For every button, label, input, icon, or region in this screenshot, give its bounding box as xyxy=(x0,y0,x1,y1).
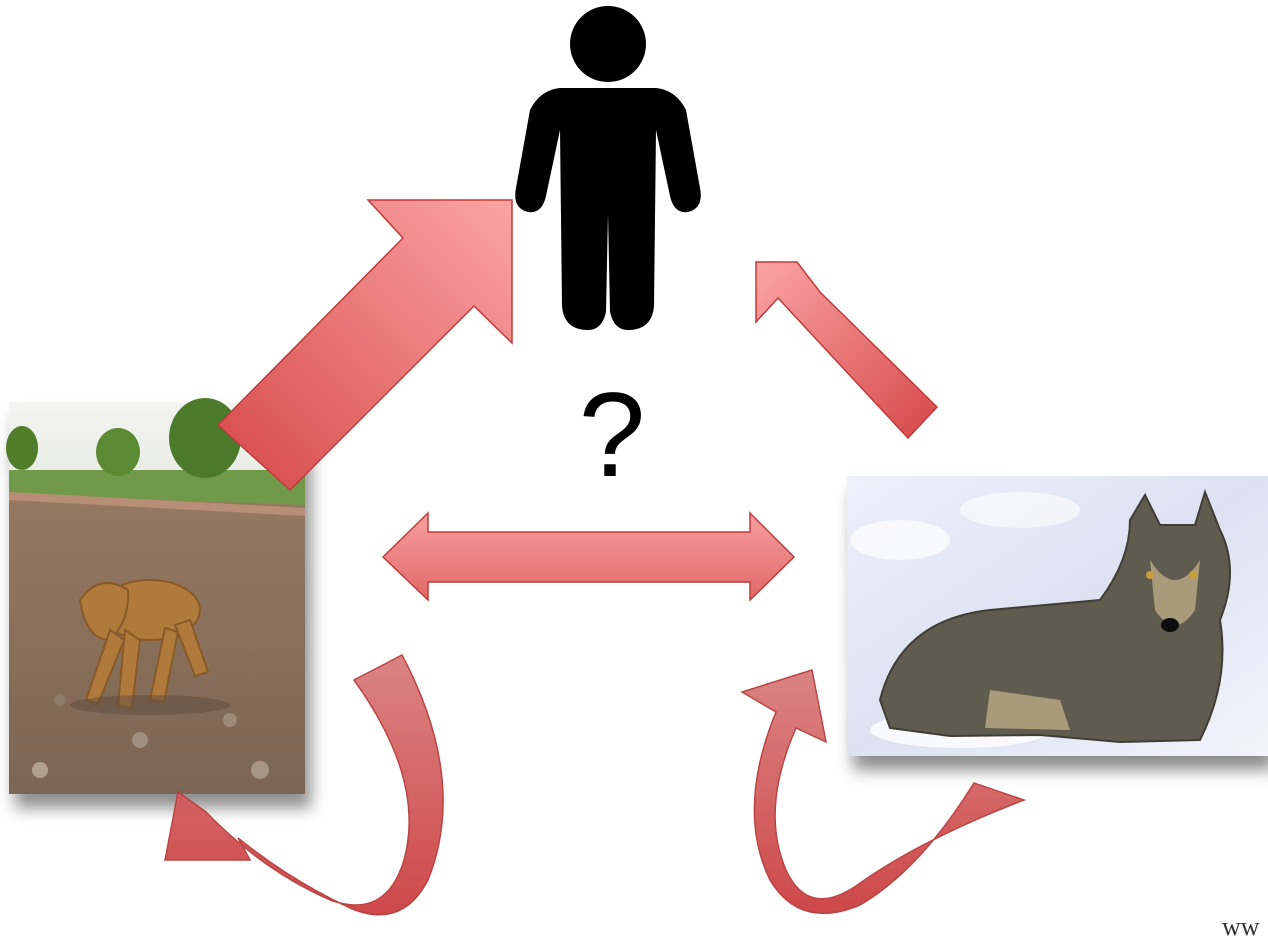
person-icon xyxy=(515,6,701,330)
arrow-dog-wolf xyxy=(383,513,794,600)
wolf-photo xyxy=(847,476,1268,756)
watermark: ww xyxy=(1222,912,1260,942)
arrow-wolf-to-human xyxy=(756,262,937,438)
question-mark: ? xyxy=(572,360,652,510)
arrow-dog-to-human xyxy=(218,200,512,490)
